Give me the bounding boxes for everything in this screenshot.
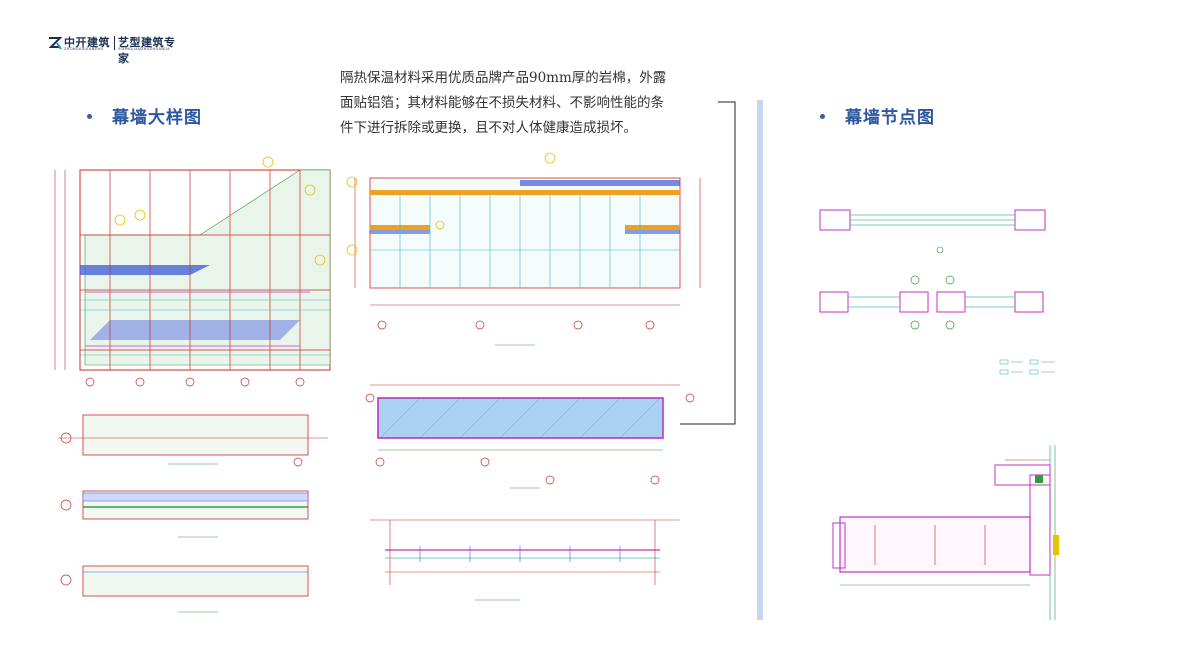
- plan-view-drawing: [58, 414, 328, 467]
- logo-company-name: 中开建筑: [64, 36, 110, 49]
- section-band-drawing: [365, 384, 695, 489]
- node-section-detail-drawing: [832, 445, 1059, 620]
- logo-pinyin-left: ZHONGKAIJIANZHU: [64, 47, 104, 51]
- note-line: 隔热保温材料采用优质品牌产品90mm厚的岩棉，外露: [340, 70, 667, 86]
- left-section-heading: 幕墙大样图: [112, 108, 202, 128]
- brand-logo: 中开建筑 艺型建筑专家 ZHONGKAIJIANZHU YIXINGJIANZH…: [48, 36, 178, 65]
- logo-mark-icon: [48, 37, 62, 50]
- bullet-icon: [87, 114, 92, 119]
- insulation-note: 隔热保温材料采用优质品牌产品90mm厚的岩棉，外露 面贴铝箔；其材料能够在不损失…: [340, 66, 710, 141]
- node-plan-drawing-top: [819, 209, 1046, 254]
- section-detail-drawing: [370, 519, 680, 601]
- divider-bar: [757, 100, 763, 620]
- logo-pinyin-right: YIXINGJIANZHUZHUANJIA: [118, 47, 170, 51]
- note-line: 件下进行拆除或更换，且不对人体健康造成损坏。: [340, 120, 637, 136]
- node-legend-drawing: [999, 359, 1055, 375]
- logo-divider: [114, 36, 115, 50]
- bullet-icon: [820, 114, 825, 119]
- section-b-b-drawing: [60, 565, 309, 613]
- right-section-heading: 幕墙节点图: [845, 108, 935, 128]
- curtain-wall-elevation-drawing: [54, 156, 331, 387]
- facade-elevation-drawing: [346, 152, 701, 346]
- logo-tagline: 艺型建筑专家: [118, 36, 176, 65]
- node-plan-drawing-middle: [819, 275, 1044, 330]
- note-line: 面贴铝箔；其材料能够在不损失材料、不影响性能的条: [340, 95, 664, 111]
- section-a-a-drawing: [60, 490, 309, 538]
